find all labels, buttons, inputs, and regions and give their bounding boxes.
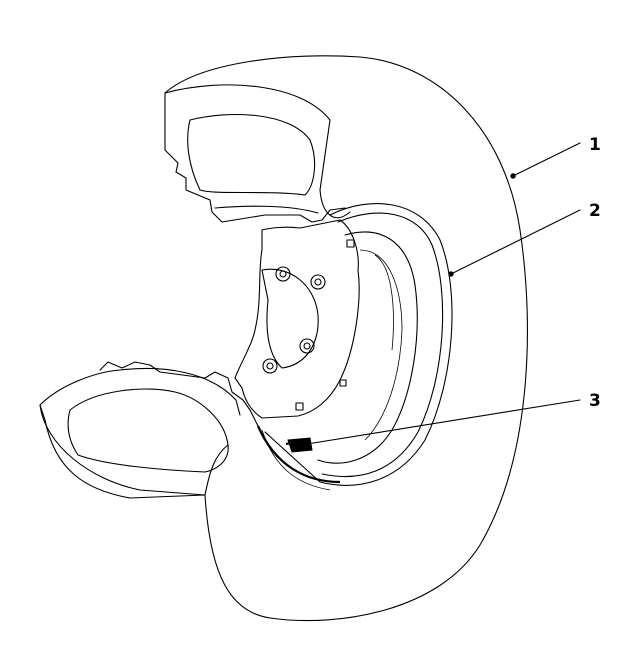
callout-labels: 1 2 3 bbox=[589, 135, 601, 411]
valve-stem bbox=[285, 437, 313, 453]
wheel-rim bbox=[234, 203, 453, 486]
leader-line-2 bbox=[450, 209, 581, 275]
callout-leaders bbox=[306, 142, 581, 445]
leader-dot-2 bbox=[448, 271, 454, 277]
callout-number-2: 2 bbox=[589, 201, 601, 221]
leader-line-1 bbox=[512, 142, 581, 177]
callout-number-3: 3 bbox=[589, 391, 601, 411]
tire bbox=[39, 55, 528, 622]
leader-dot-1 bbox=[510, 173, 516, 179]
callout-number-1: 1 bbox=[589, 135, 601, 155]
leader-line-3 bbox=[306, 399, 581, 445]
